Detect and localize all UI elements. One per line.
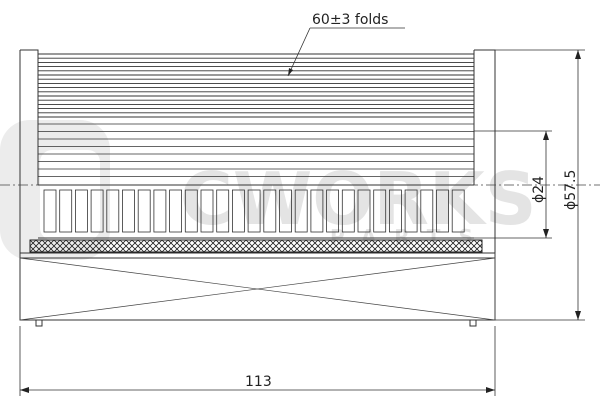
core-perforation: [231, 189, 245, 233]
pleated-media: [38, 53, 474, 177]
core-perforation: [247, 189, 261, 233]
core-perforation: [137, 189, 151, 233]
seal-band-hatched: [29, 239, 483, 253]
core-perforation: [420, 189, 434, 233]
outer-diameter-label: ϕ57.5: [563, 170, 579, 210]
core-perforation: [294, 189, 308, 233]
core-perforation: [216, 189, 230, 233]
core-perforation: [263, 189, 277, 233]
length-label: 113: [245, 374, 272, 390]
lower-core-section: [19, 252, 496, 321]
core-perforation: [326, 189, 340, 233]
core-perforation: [388, 189, 402, 233]
core-perforation: [59, 189, 73, 233]
core-perforation: [153, 189, 167, 233]
core-perforation: [373, 189, 387, 233]
core-perforation: [404, 189, 418, 233]
fold-count-label: 60±3 folds: [312, 12, 388, 28]
core-perforation: [279, 189, 292, 233]
core-perforation: [169, 189, 183, 233]
core-perforation: [200, 189, 214, 233]
core-perforation: [90, 189, 104, 233]
core-perforation: [43, 189, 57, 233]
inner-diameter-label: ϕ24: [531, 176, 547, 203]
fold-count-annotation: 60±3 folds: [287, 12, 405, 77]
perforated-core: [38, 184, 474, 239]
outer-diameter-dimension: ϕ57.5: [495, 49, 585, 321]
core-perforation: [122, 189, 135, 233]
inner-diameter-dimension: ϕ24: [474, 130, 552, 239]
core-perforation: [310, 189, 324, 233]
core-perforation: [75, 189, 88, 233]
core-perforation: [341, 189, 355, 233]
length-dimension: 113: [19, 326, 496, 396]
core-perforation: [451, 189, 465, 233]
core-perforation: [357, 189, 371, 233]
core-perforation: [436, 189, 449, 233]
core-perforation: [106, 189, 120, 233]
core-perforation: [184, 189, 198, 233]
